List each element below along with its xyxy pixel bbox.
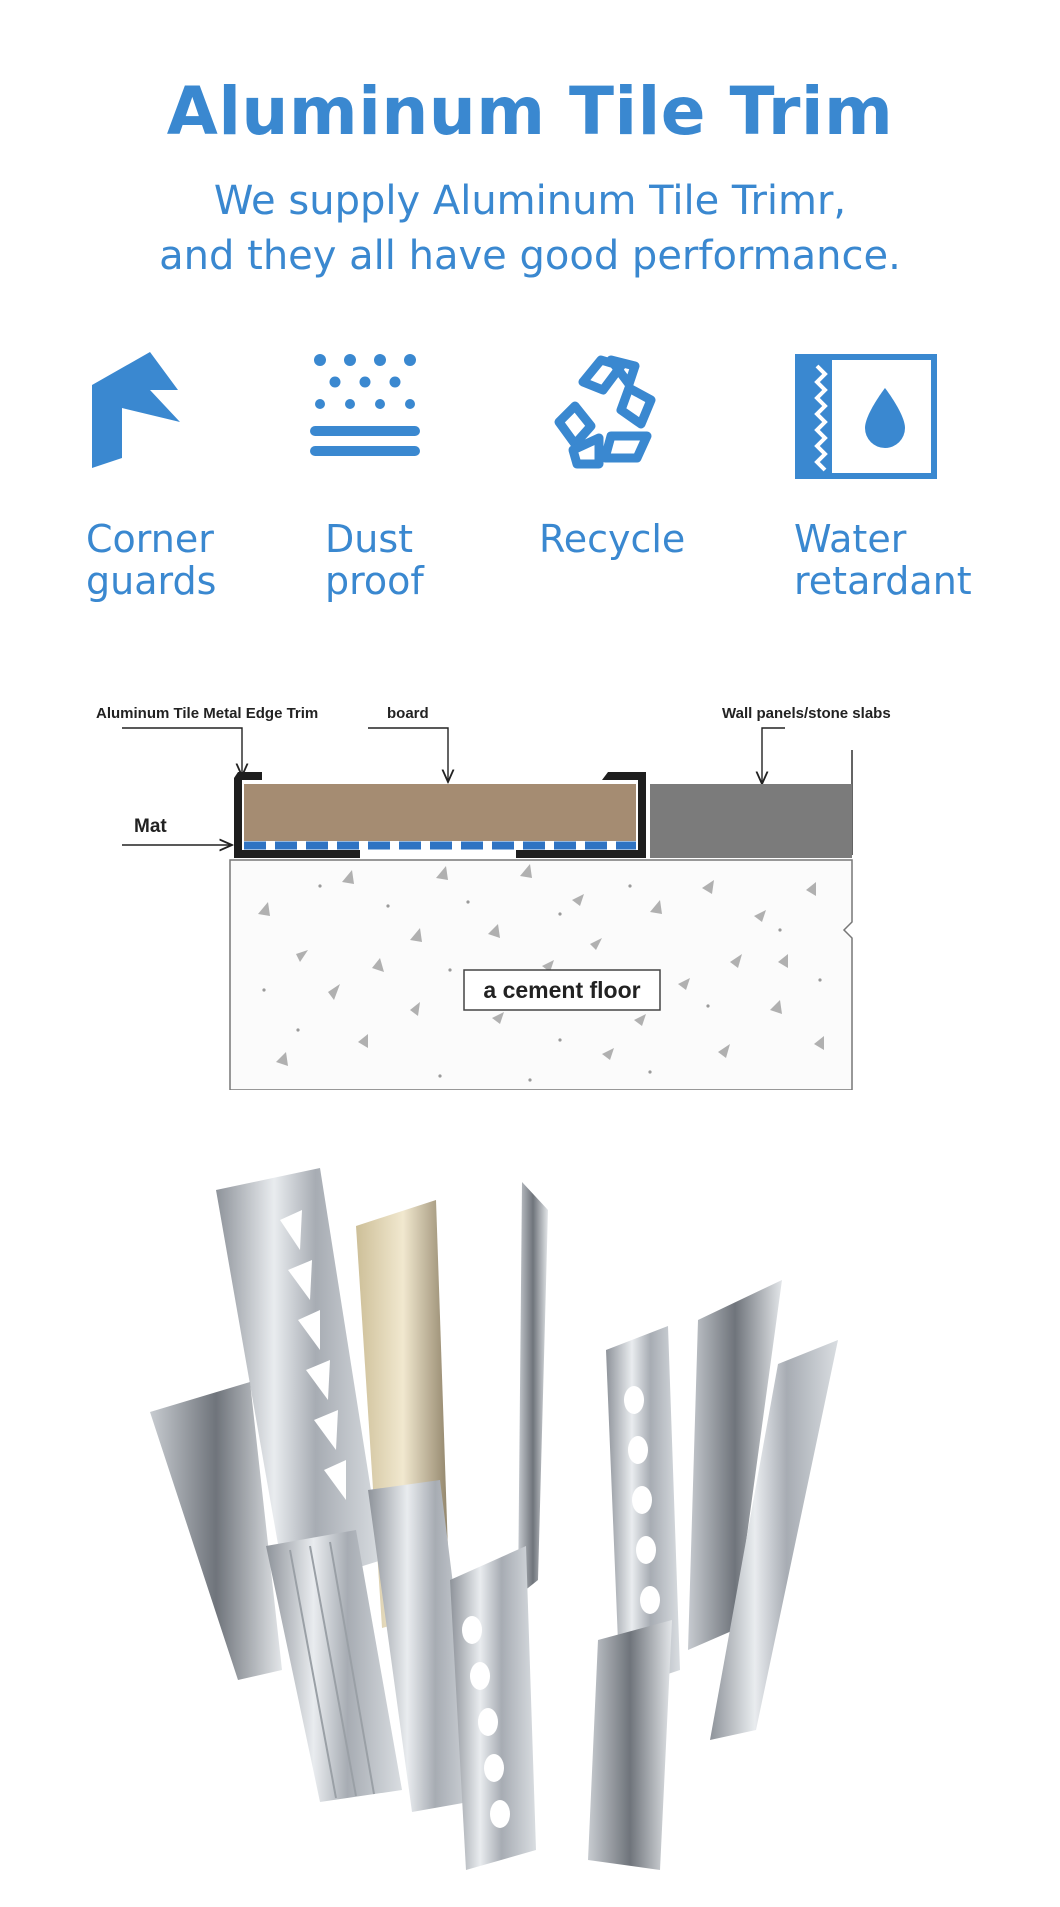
feature-label-line: Recycle — [539, 517, 686, 561]
feature-label-water-retardant: Water retardant — [794, 518, 972, 602]
board-label: board — [387, 705, 429, 722]
installation-diagram: Aluminum Tile Metal Edge Trim board Wall… — [90, 700, 970, 1094]
feature-label-line: proof — [325, 559, 424, 603]
page-subtitle: We supply Aluminum Tile Trimr, and they … — [0, 174, 1060, 284]
wall-label: Wall panels/stone slabs — [722, 705, 891, 722]
water-retardant-icon — [795, 354, 937, 483]
feature-label-recycle: Recycle — [539, 518, 685, 560]
feature-label-line: Water — [794, 517, 907, 561]
mat-label: Mat — [134, 816, 167, 837]
corner-guard-icon — [88, 350, 188, 474]
trim-products-image — [150, 1150, 910, 1874]
dust-proof-icon — [308, 350, 428, 469]
feature-label-corner-guards: Corner guards — [86, 518, 216, 602]
floor-label: a cement floor — [483, 977, 640, 1003]
feature-label-line: retardant — [794, 559, 972, 603]
feature-label-line: guards — [86, 559, 217, 603]
trim-label: Aluminum Tile Metal Edge Trim — [96, 705, 318, 722]
feature-label-line: Dust — [325, 517, 414, 561]
subtitle-line-2: and they all have good performance. — [159, 233, 901, 279]
subtitle-line-1: We supply Aluminum Tile Trimr, — [213, 178, 847, 224]
recycle-icon — [545, 352, 670, 476]
feature-label-dust-proof: Dust proof — [325, 518, 424, 602]
page-title: Aluminum Tile Trim — [166, 73, 894, 150]
feature-label-line: Corner — [86, 517, 214, 561]
